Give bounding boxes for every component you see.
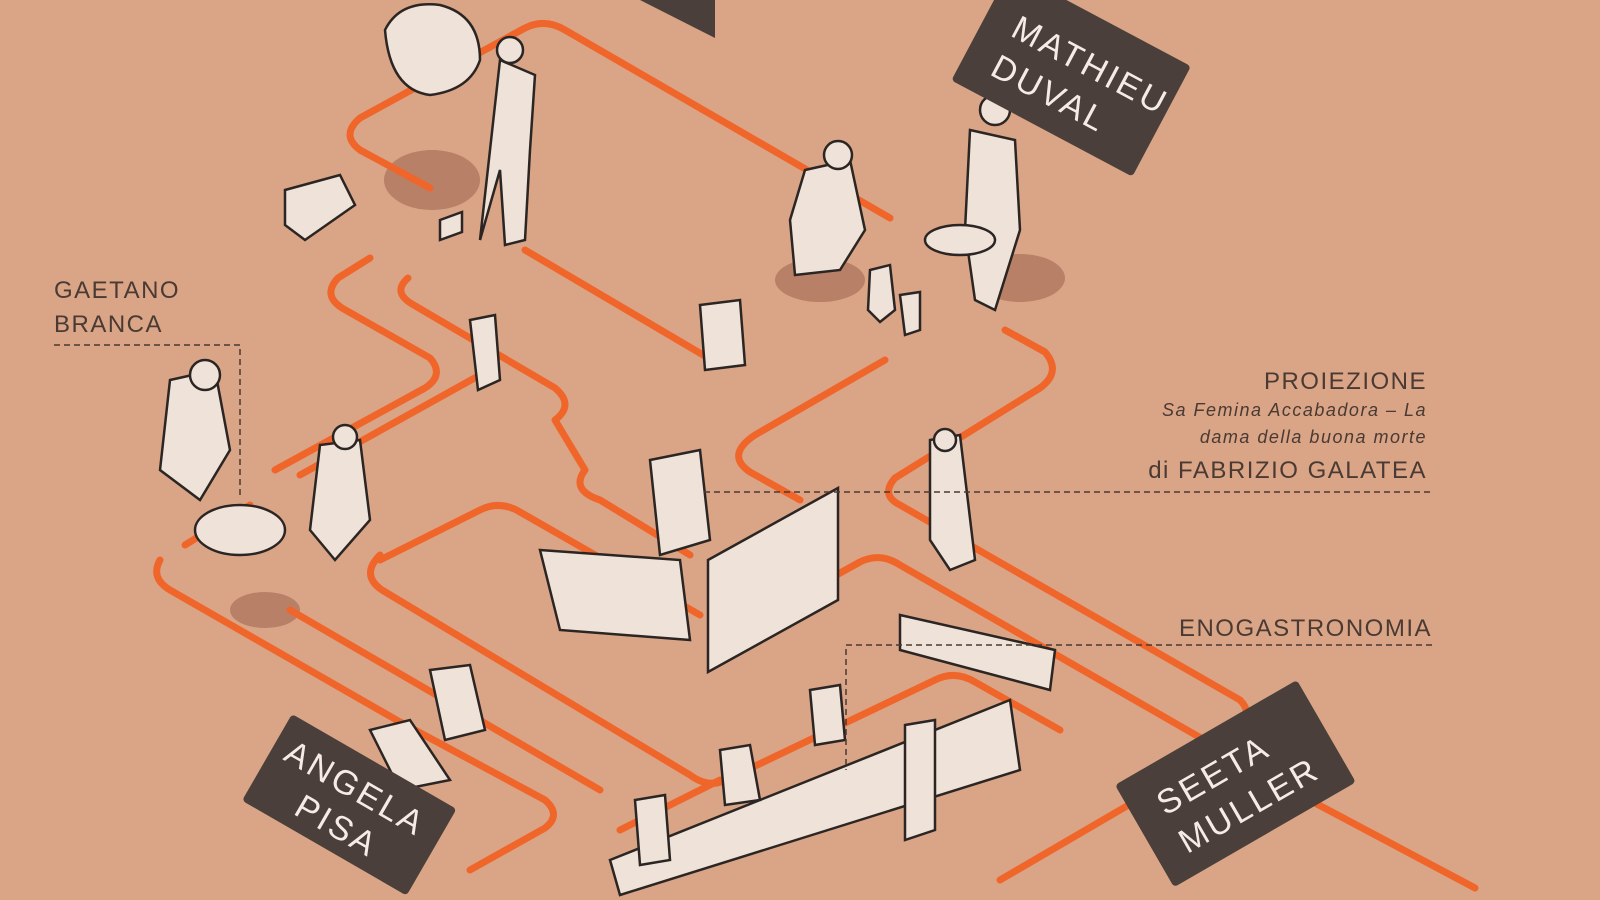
- label-title: PROIEZIONE: [1264, 368, 1427, 395]
- walking-person: [928, 433, 977, 572]
- children-figures: [698, 298, 747, 372]
- hanging-sculpture: [383, 3, 482, 97]
- label-line1: GAETANO: [54, 277, 180, 304]
- running-children: [428, 663, 487, 742]
- potter-kneeling: [788, 158, 867, 277]
- child-figure: [468, 313, 502, 392]
- sign-partial-top: [640, 0, 715, 38]
- projection-screen: [706, 485, 840, 675]
- woman-figure: [308, 438, 372, 562]
- label-proiezione: PROIEZIONE Sa Femina Accabadora – La dam…: [700, 368, 1430, 493]
- vendor-figure: [808, 683, 847, 747]
- potter-gaetano: [158, 368, 232, 502]
- crate: [283, 173, 357, 242]
- label-line2: BRANCA: [54, 311, 163, 338]
- audience-standing: [648, 448, 712, 557]
- label-text: ENOGASTRONOMIA: [1179, 615, 1432, 642]
- label-film-line2: dama della buona morte: [1200, 427, 1427, 447]
- person-figure: [478, 58, 537, 247]
- label-film-line1: Sa Femina Accabadora – La: [1162, 400, 1427, 420]
- label-director: di FABRIZIO GALATEA: [1148, 457, 1427, 484]
- vase: [866, 263, 897, 324]
- wheel: [193, 503, 287, 557]
- crawling-child: [368, 718, 453, 792]
- vendor-figure: [633, 793, 672, 867]
- illustrated-figures: [158, 3, 1057, 897]
- market-awning: [898, 613, 1057, 692]
- potters-wheel: [923, 223, 997, 257]
- customer-figure: [903, 718, 937, 842]
- label-gaetano-branca: GAETANO BRANCA: [54, 277, 241, 495]
- vendor-figure: [718, 743, 762, 807]
- label-enogastronomia: ENOGASTRONOMIA: [845, 615, 1432, 770]
- audience-seated: [538, 548, 692, 642]
- info-stand: [438, 210, 464, 242]
- vase: [898, 290, 922, 337]
